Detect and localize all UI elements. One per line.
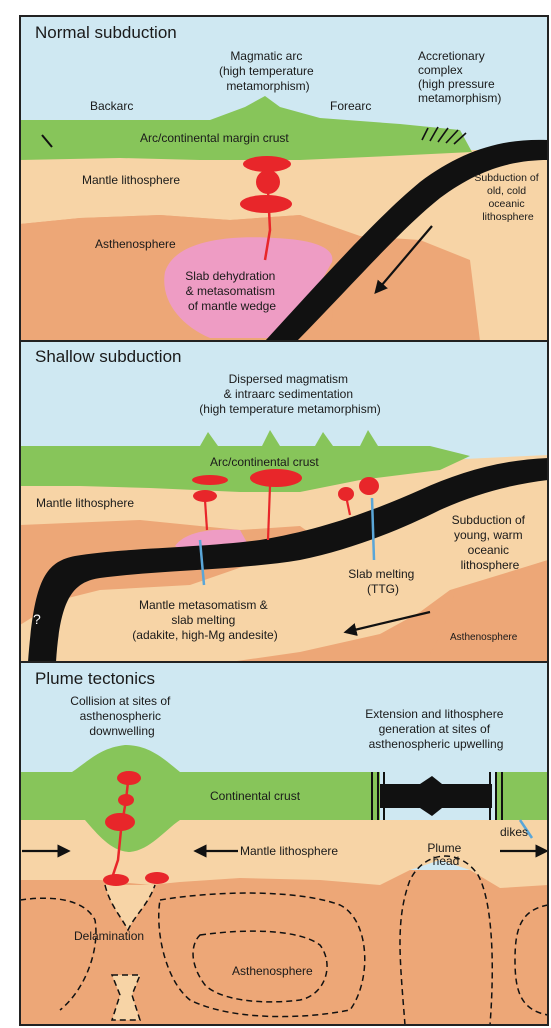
melt-pocket xyxy=(250,469,302,487)
panel-title: Shallow subduction xyxy=(35,347,181,366)
melt-pocket xyxy=(118,794,134,806)
melt-pocket xyxy=(338,487,354,501)
dikes-label: dikes xyxy=(500,825,528,839)
melt-pocket xyxy=(103,874,129,886)
crust-label: Arc/continental crust xyxy=(210,455,319,469)
panel-shallow-subduction: Shallow subduction Dispersed magmatism &… xyxy=(20,341,548,662)
panel-plume-tectonics: Plume tectonics Collision at sites of as… xyxy=(20,662,548,1025)
mantle-lithosphere-label: Mantle lithosphere xyxy=(240,844,338,858)
melt-pocket xyxy=(145,872,169,884)
mantle-lithosphere-label: Mantle lithosphere xyxy=(82,173,180,187)
slab-dehydration-label: Slab dehydration & metasomatism of mantl… xyxy=(185,269,278,313)
panel-title: Normal subduction xyxy=(35,23,177,42)
melt-pocket xyxy=(105,813,135,831)
asthenosphere-label: Asthenosphere xyxy=(95,237,176,251)
crust-label: Continental crust xyxy=(210,789,301,803)
mantle-lithosphere-label: Mantle lithosphere xyxy=(36,496,134,510)
melt-pocket xyxy=(117,771,141,785)
melt-pocket xyxy=(243,156,291,172)
extension-label: Extension and lithosphere generation at … xyxy=(365,707,506,751)
forearc-label: Forearc xyxy=(330,99,371,113)
melt-pocket xyxy=(192,475,228,485)
plume-head-label: Plume head xyxy=(427,841,464,868)
asthenosphere-label: Asthenosphere xyxy=(232,964,313,978)
crust-label: Arc/continental margin crust xyxy=(140,131,289,145)
melt-pocket xyxy=(240,195,292,213)
melt-pocket xyxy=(193,490,217,502)
asthenosphere-label: Asthenosphere xyxy=(450,632,518,643)
magmatic-arc-label: Magmatic arc (high temperature metamorph… xyxy=(219,49,317,93)
melt-pocket xyxy=(256,170,280,194)
panel-normal-subduction: Normal subduction Magmatic arc (high tem… xyxy=(20,16,548,341)
backarc-label: Backarc xyxy=(90,99,133,113)
asthenosphere-layer xyxy=(20,870,548,1025)
delamination-label: Delamination xyxy=(74,929,144,943)
question-mark: ? xyxy=(33,611,41,627)
panel-title: Plume tectonics xyxy=(35,669,155,688)
melt-pocket xyxy=(359,477,379,495)
